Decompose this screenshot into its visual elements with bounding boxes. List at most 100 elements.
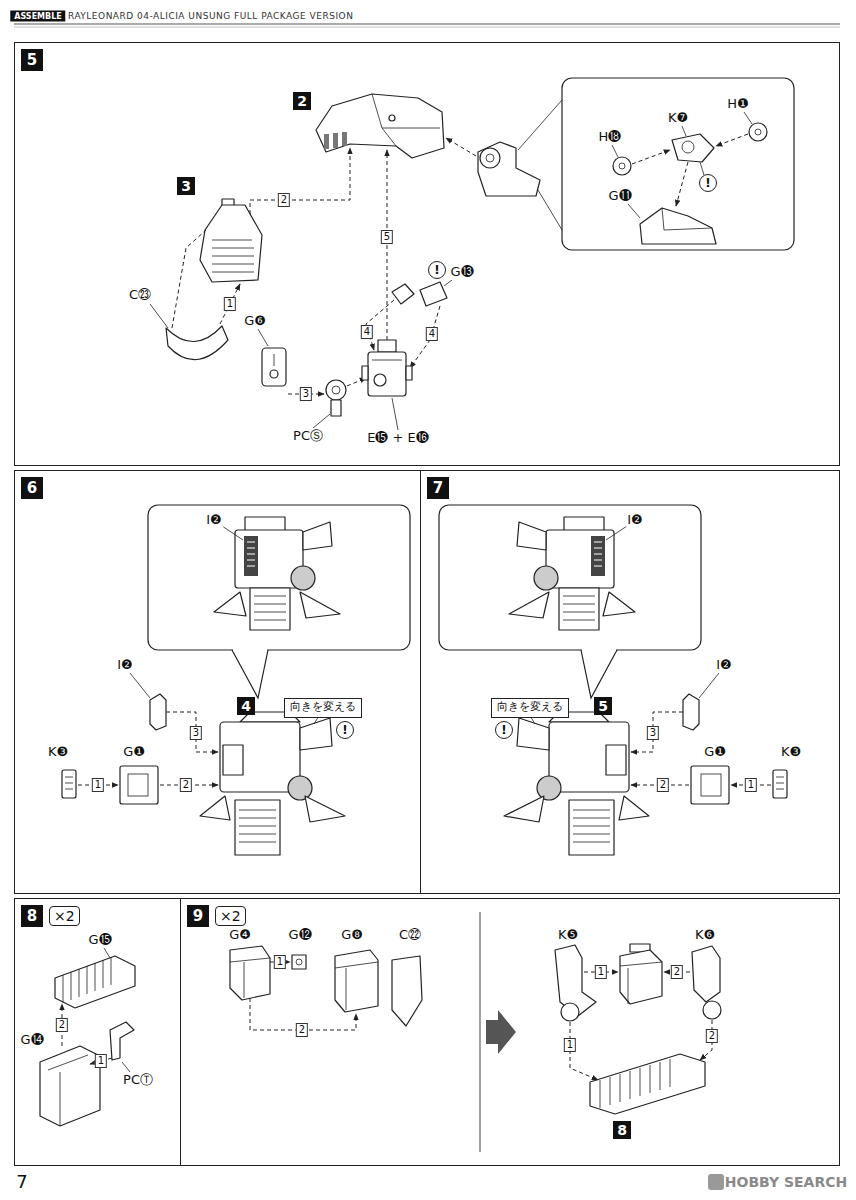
cover-part <box>166 326 228 360</box>
leg-part <box>620 950 662 1004</box>
part-callout: G❶ <box>122 744 146 760</box>
core-block-part <box>372 360 402 361</box>
head-assembly-view <box>288 776 312 800</box>
cap-part <box>274 354 275 366</box>
head-shell-part <box>333 133 338 148</box>
leg-part <box>486 1010 516 1054</box>
sequence-number: 1 <box>224 297 236 311</box>
caution-mark: ! <box>699 174 717 192</box>
part-callout: H❶ <box>726 96 749 112</box>
polycap-part <box>331 400 341 416</box>
leader-line <box>444 280 452 286</box>
core-block-part <box>378 340 396 352</box>
head-assembly-view <box>222 526 243 540</box>
part-callout: G⓯ <box>87 932 112 948</box>
caution-mark: ! <box>495 721 513 739</box>
head-assembly-view <box>305 796 345 822</box>
head-assembly-view <box>300 718 332 750</box>
detail-inset <box>716 134 748 146</box>
detail-inset <box>749 123 767 141</box>
vent-part <box>200 199 262 282</box>
part-callout: C㉓ <box>128 287 152 303</box>
sequence-number: 1 <box>595 965 607 979</box>
watermark-icon <box>708 1174 724 1190</box>
part-callout: C㉒ <box>398 927 422 943</box>
core-block-part <box>406 366 412 380</box>
sequence-number: 5 <box>381 230 393 244</box>
head-assembly-view <box>148 505 410 650</box>
leg-part <box>292 955 306 969</box>
part-callout: G⓬ <box>287 927 312 943</box>
watermark: HOBBY SEARCH <box>725 1174 847 1190</box>
part-callout: PCⓈ <box>292 428 324 444</box>
cover-part <box>166 326 228 360</box>
core-block-part <box>374 374 386 386</box>
head-assembly-view <box>128 774 148 796</box>
comb-part <box>55 956 135 1008</box>
polycap-part <box>326 380 346 416</box>
sequence-number: 3 <box>300 387 312 401</box>
bracket-part <box>392 282 447 306</box>
part-callout: G❽ <box>340 927 364 943</box>
detail-inset <box>682 141 694 153</box>
leg-part <box>600 1059 670 1108</box>
sequence-number: 2 <box>671 965 683 979</box>
leg-part <box>480 912 481 1152</box>
head-assembly-view <box>235 800 280 855</box>
subassembly-number: 4 <box>237 697 255 715</box>
step-panel: 5 <box>14 42 840 466</box>
assembly-arrow <box>220 284 240 324</box>
sensor-part <box>518 100 562 230</box>
sensor-part <box>480 148 500 168</box>
subassembly-number: 2 <box>293 92 311 110</box>
leg-part <box>561 1003 579 1021</box>
assembly-arrow <box>172 230 206 328</box>
head-assembly-view <box>239 810 276 842</box>
leg-part <box>296 959 302 965</box>
header-rule <box>14 27 840 28</box>
polycap-part <box>326 380 346 400</box>
head-assembly-view-mirrored <box>439 505 787 855</box>
vent-part <box>200 205 262 282</box>
step-number: 6 <box>21 477 43 499</box>
sequence-number: 2 <box>657 778 669 792</box>
assembly-arrow <box>250 148 350 214</box>
step-panel: 9×2 <box>180 898 840 1166</box>
sensor-part <box>486 154 494 162</box>
head-assembly-view <box>223 745 243 775</box>
leader-line <box>258 329 268 346</box>
bracket-part <box>420 282 447 306</box>
leader-line <box>313 414 330 428</box>
comb-part <box>40 948 135 1126</box>
head-shell-part <box>324 134 329 149</box>
assembly-arrow <box>172 138 476 394</box>
direction-note: 向きを変える <box>493 699 567 715</box>
head-assembly-view <box>120 766 158 804</box>
detail-inset <box>562 78 794 250</box>
head-assembly-view <box>244 536 258 576</box>
cap-part <box>262 348 286 386</box>
section-tag: ASSEMBLE <box>10 11 65 22</box>
step-number: 5 <box>21 49 43 71</box>
detail-inset <box>619 163 625 169</box>
head-assembly-view <box>65 777 73 789</box>
detail-inset <box>676 162 688 206</box>
part-callout: I❷ <box>715 657 733 673</box>
leader-line <box>392 398 398 430</box>
part-callout: I❷ <box>205 512 223 528</box>
sequence-number: 2 <box>706 1029 718 1043</box>
sequence-number: 1 <box>95 1054 107 1068</box>
header-rule <box>14 24 840 27</box>
direction-note-box: 向きを変える <box>284 698 362 718</box>
head-assembly-view <box>250 588 290 630</box>
head-shell-part <box>372 94 440 146</box>
cap-part <box>270 370 278 378</box>
part-callout: G❶ <box>703 744 727 760</box>
part-callout: G❹ <box>228 927 252 943</box>
bracket-part <box>392 284 414 304</box>
head-assembly-view <box>245 517 285 531</box>
direction-note: 向きを変える <box>286 699 360 715</box>
comb-part <box>63 957 111 1003</box>
direction-note-box: 向きを変える <box>491 698 569 718</box>
